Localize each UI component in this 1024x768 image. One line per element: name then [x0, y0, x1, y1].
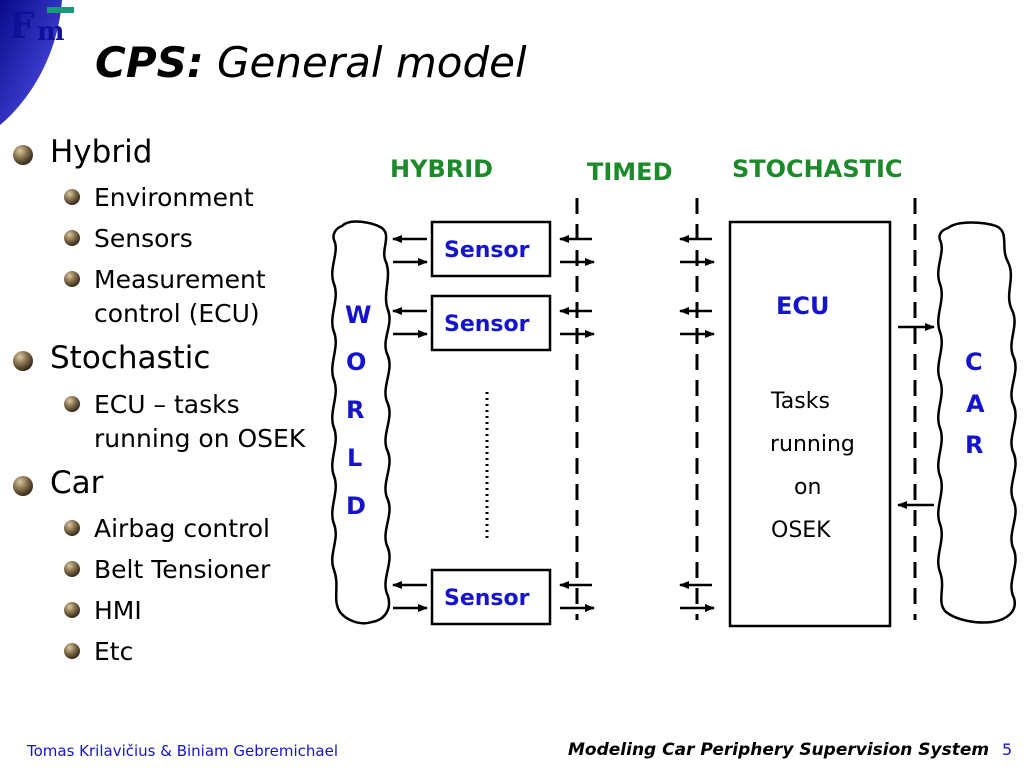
- footer-title: Modeling Car Periphery Supervision Syste…: [568, 740, 990, 760]
- ecu-car-arrows: [897, 323, 935, 509]
- bullet-icon: [64, 189, 80, 205]
- hybrid-timed-arrows: [559, 235, 595, 612]
- world-letter: D: [346, 492, 366, 520]
- car-letter: R: [965, 431, 983, 459]
- header-hybrid: HYBRID: [390, 155, 493, 183]
- car-letter: A: [966, 390, 985, 418]
- bullet-icon: [64, 602, 80, 618]
- page-number: 5: [1002, 740, 1013, 759]
- sub-bullet-hmi: HMI: [94, 596, 142, 625]
- ecu-box: [728, 220, 892, 628]
- corner-swoosh: [0, 0, 62, 125]
- sub-bullet-ecu-tasks-cont: running on OSEK: [94, 424, 306, 453]
- title-bold: CPS:: [95, 38, 204, 87]
- sub-bullet-measurement-cont: control (ECU): [94, 299, 260, 328]
- world-letters: W O R L D: [345, 301, 371, 520]
- bullet-icon: [13, 476, 33, 496]
- sub-bullet-environment: Environment: [94, 183, 254, 212]
- logo-bar: [47, 7, 74, 13]
- bullet-icon: [64, 271, 80, 287]
- corner-decoration: F m: [0, 0, 74, 125]
- sub-bullet-etc: Etc: [94, 637, 134, 666]
- header-timed: TIMED: [587, 158, 673, 186]
- logo-f: F: [9, 5, 35, 47]
- sub-bullet-ecu-tasks: ECU – tasks: [94, 390, 240, 419]
- sub-bullet-airbag: Airbag control: [94, 514, 270, 543]
- world-letter: R: [346, 396, 364, 424]
- bullet-icon: [64, 230, 80, 246]
- world-shape: [331, 220, 391, 625]
- sub-bullet-measurement: Measurement: [94, 265, 266, 294]
- bullet-icon: [13, 351, 33, 371]
- bullet-icon: [64, 520, 80, 536]
- title-rest: General model: [217, 38, 527, 87]
- sensor-box-2: [430, 294, 552, 352]
- ecu-line-tasks: Tasks: [770, 389, 830, 414]
- sensor-label-3: Sensor: [444, 586, 530, 611]
- ecu-title: ECU: [776, 292, 830, 320]
- car-letter: C: [965, 348, 983, 376]
- sub-bullet-belt: Belt Tensioner: [94, 555, 271, 584]
- bullet-icon: [64, 643, 80, 659]
- sensor-box-1: [430, 220, 552, 278]
- car-shape: [937, 221, 1017, 624]
- slide-title: CPS: General model: [95, 38, 527, 87]
- bullet-icon: [13, 145, 33, 165]
- world-letter: W: [345, 301, 371, 329]
- world-letter: L: [347, 444, 362, 472]
- bullet-stochastic: Stochastic: [50, 340, 211, 376]
- sensor-label-1: Sensor: [444, 238, 530, 263]
- logo-m: m: [37, 17, 65, 47]
- sensor-box-3: [430, 568, 552, 626]
- sub-bullet-sensors: Sensors: [94, 224, 193, 253]
- sensor-label-2: Sensor: [444, 312, 530, 337]
- timed-stochastic-arrows: [679, 235, 715, 612]
- footer-authors: Tomas Krilavičius & Biniam Gebremichael: [27, 742, 338, 760]
- bullet-hybrid: Hybrid: [50, 134, 153, 170]
- header-stochastic: STOCHASTIC: [732, 155, 903, 183]
- ecu-line-osek: OSEK: [771, 518, 831, 543]
- bullet-icon: [64, 396, 80, 412]
- ecu-line-running: running: [770, 432, 855, 457]
- ecu-line-on: on: [794, 475, 821, 500]
- car-letters: C A R: [965, 348, 985, 459]
- world-sensor-arrows: [392, 235, 428, 612]
- world-letter: O: [346, 348, 366, 376]
- bullet-icon: [64, 561, 80, 577]
- bullet-car: Car: [50, 465, 104, 501]
